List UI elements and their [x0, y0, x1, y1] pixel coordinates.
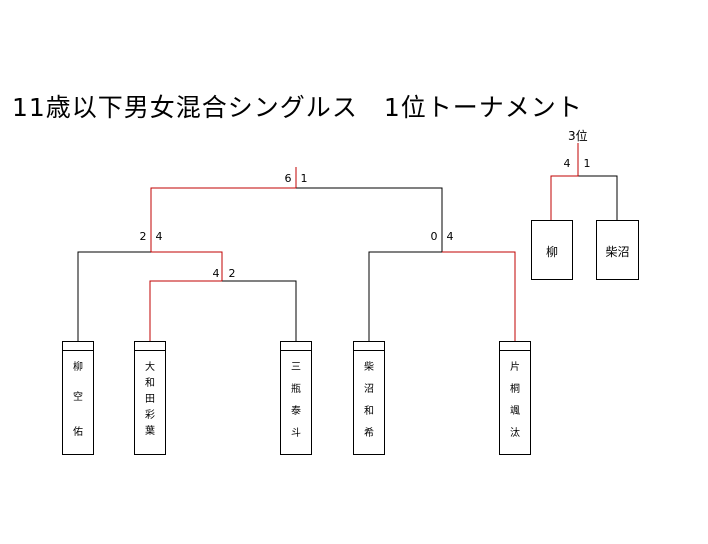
- player-5-char-4: 汰: [510, 428, 520, 439]
- player-2-char-1: 大: [145, 362, 155, 373]
- player-1-char-1: 柳: [73, 362, 83, 373]
- player-box-cap: [500, 342, 530, 351]
- third-score-right: 1: [583, 157, 591, 170]
- player-4-char-1: 柴: [364, 362, 374, 373]
- bracket-red-lines: [149, 143, 579, 341]
- player-3-char-2: 瓶: [291, 384, 301, 395]
- sf-left-score-right: 4: [155, 230, 163, 243]
- sf-right-score-right: 4: [446, 230, 454, 243]
- player-box-5: 片 桐 颯 汰: [499, 341, 531, 455]
- player-2-char-2: 和: [145, 378, 155, 389]
- player-3-char-3: 泰: [291, 406, 301, 417]
- third-place-box-2: 柴沼: [596, 220, 639, 280]
- player-2-char-3: 田: [145, 394, 155, 405]
- line-final-right: [296, 187, 443, 252]
- player-3-char-1: 三: [291, 362, 301, 373]
- line-sf-left: [150, 187, 296, 252]
- line-p3: [222, 280, 297, 341]
- player-5-char-2: 桐: [510, 384, 520, 395]
- final-score-right: 1: [300, 172, 308, 185]
- player-2-char-5: 葉: [145, 426, 155, 437]
- player-box-cap: [135, 342, 165, 351]
- player-3-char-4: 斗: [291, 428, 301, 439]
- third-place-label: 3位: [568, 129, 588, 143]
- player-box-cap: [63, 342, 93, 351]
- qf-score-right: 2: [228, 267, 236, 280]
- final-score-left: 6: [284, 172, 292, 185]
- player-box-cap: [354, 342, 384, 351]
- player-1-char-3: 佑: [73, 427, 83, 438]
- player-4-char-2: 沼: [364, 384, 374, 395]
- third-place-box-1: 柳: [531, 220, 573, 280]
- third-place-player-2: 柴沼: [605, 245, 630, 259]
- player-box-cap: [281, 342, 311, 351]
- player-box-4: 柴 沼 和 希: [353, 341, 385, 455]
- line-p1: [77, 251, 151, 341]
- sf-right-score-left: 0: [430, 230, 438, 243]
- third-score-left: 4: [563, 157, 571, 170]
- third-place-player-1: 柳: [545, 245, 558, 259]
- line-p5: [442, 251, 516, 341]
- player-5-char-1: 片: [510, 362, 520, 373]
- line-3rd-left: [550, 143, 579, 220]
- qf-score-left: 4: [212, 267, 220, 280]
- page-title: 11歳以下男女混合シングルス 1位トーナメント: [12, 93, 583, 122]
- player-box-1: 柳 空 佑: [62, 341, 94, 455]
- player-4-char-3: 和: [364, 406, 374, 417]
- player-4-char-4: 希: [364, 428, 374, 439]
- line-3rd-right: [551, 175, 618, 220]
- player-1-char-2: 空: [73, 392, 83, 403]
- sf-left-score-left: 2: [139, 230, 147, 243]
- line-p4: [368, 251, 442, 341]
- player-2-char-4: 彩: [145, 410, 155, 421]
- line-qf-up: [151, 251, 223, 281]
- player-5-char-3: 颯: [510, 406, 520, 417]
- line-p2: [149, 280, 222, 341]
- player-box-3: 三 瓶 泰 斗: [280, 341, 312, 455]
- player-box-2: 大 和 田 彩 葉: [134, 341, 166, 455]
